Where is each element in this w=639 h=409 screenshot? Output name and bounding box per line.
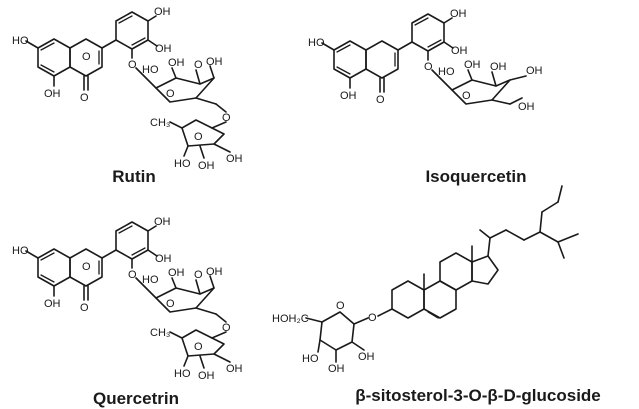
atom-label: OH bbox=[198, 370, 215, 382]
atom-label: O bbox=[194, 341, 203, 353]
atom-label: OH bbox=[44, 88, 61, 100]
atom-label: HO bbox=[12, 35, 29, 47]
atom-label: OH bbox=[154, 216, 171, 228]
atom-label: HO bbox=[308, 37, 325, 49]
atom-label: O bbox=[222, 112, 231, 124]
atom-label: OH bbox=[155, 43, 172, 55]
atom-label: OH bbox=[328, 363, 345, 375]
caption-sitosterol-glucoside: β-sitosterol-3-O-β-D-glucoside bbox=[355, 386, 601, 405]
atom-label: CH₃ bbox=[150, 117, 170, 129]
atom-label: OH bbox=[155, 253, 172, 265]
atom-label: HO bbox=[12, 245, 29, 257]
atom-label: O bbox=[194, 131, 203, 143]
structure-rutin: HO OH O O OH OH O HO OH O OH O O CH₃ O H… bbox=[12, 6, 243, 186]
atom-label: O bbox=[336, 300, 345, 312]
atom-label: HO bbox=[142, 274, 159, 286]
atom-label: OH bbox=[226, 363, 243, 375]
atom-label: O bbox=[128, 269, 137, 281]
atom-label: OH bbox=[206, 56, 223, 68]
atom-label: HOH₂C bbox=[272, 313, 309, 325]
atom-label: OH bbox=[526, 65, 543, 77]
atom-label: OH bbox=[340, 90, 357, 102]
structure-sitosterol-glucoside: O O HOH₂C HO OH OH β-sitosterol-3-O-β-D-… bbox=[272, 185, 601, 405]
atom-label: CH₃ bbox=[150, 327, 170, 339]
atom-label: OH bbox=[451, 45, 468, 57]
atom-label: OH bbox=[44, 298, 61, 310]
atom-label: OH bbox=[518, 101, 535, 113]
atom-label: HO bbox=[174, 368, 191, 380]
atom-label: O bbox=[462, 90, 471, 102]
caption-quercetrin: Quercetrin bbox=[93, 389, 179, 408]
atom-label: OH bbox=[168, 57, 185, 69]
atom-label: O bbox=[80, 302, 89, 314]
atom-label: O bbox=[166, 88, 175, 100]
atom-label: HO bbox=[174, 158, 191, 170]
atom-label: OH bbox=[168, 267, 185, 279]
atom-label: OH bbox=[358, 351, 375, 363]
atom-label: OH bbox=[490, 61, 507, 73]
atom-label: O bbox=[194, 269, 203, 281]
atom-label: OH bbox=[154, 6, 171, 18]
atom-label: HO bbox=[142, 64, 159, 76]
atom-label: HO bbox=[302, 353, 319, 365]
atom-label: HO bbox=[438, 66, 455, 78]
atom-label: O bbox=[194, 59, 203, 71]
atom-label: OH bbox=[450, 8, 467, 20]
caption-isoquercetin: Isoquercetin bbox=[425, 167, 526, 186]
atom-label: OH bbox=[206, 266, 223, 278]
atom-label: OH bbox=[464, 59, 481, 71]
structure-isoquercetin: HO OH O OH OH O HO OH OH OH O OH Isoquer… bbox=[308, 8, 543, 186]
atom-label: O bbox=[368, 312, 377, 324]
atom-label: O bbox=[376, 94, 385, 106]
atom-label: O bbox=[128, 59, 137, 71]
structure-quercetrin: HO OH O O OH OH O HO OH O OH O O CH₃ O H… bbox=[12, 216, 243, 408]
atom-label: OH bbox=[226, 153, 243, 165]
atom-label: O bbox=[80, 92, 89, 104]
caption-rutin: Rutin bbox=[112, 167, 155, 186]
atom-label: O bbox=[82, 261, 91, 273]
atom-label: O bbox=[166, 298, 175, 310]
atom-label: OH bbox=[198, 160, 215, 172]
atom-label: O bbox=[82, 51, 91, 63]
atom-label: O bbox=[424, 61, 433, 73]
atom-label: O bbox=[222, 322, 231, 334]
